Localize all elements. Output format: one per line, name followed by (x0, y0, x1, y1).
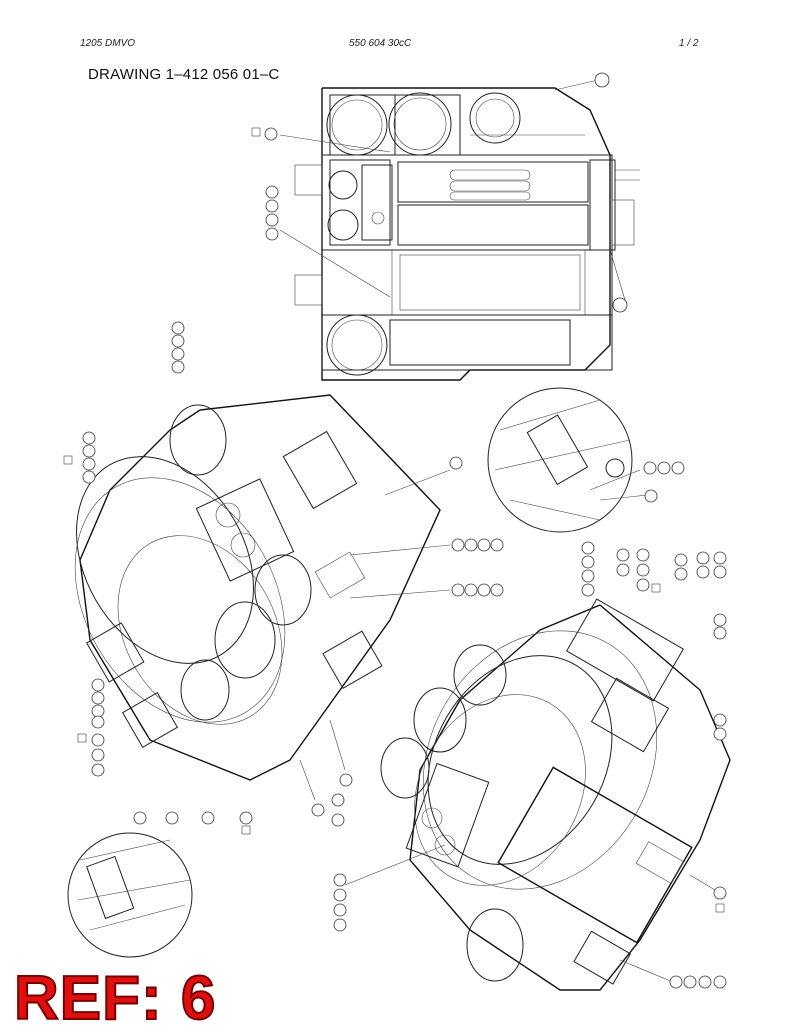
detail-view-a (487, 387, 649, 533)
header-document-code: 1205 DMVO (80, 38, 136, 49)
callout-markers (63, 72, 727, 989)
detail-view-b (67, 832, 193, 958)
header-part-number: 550 604 30cC (349, 38, 412, 49)
header-page-number: 1 / 2 (679, 38, 699, 49)
reference-stamp: REF: 6 (13, 964, 217, 1033)
isometric-view-right (344, 598, 731, 991)
isometric-view-left (74, 394, 451, 801)
top-view (279, 79, 640, 381)
drawing-title: DRAWING 1–412 056 01–C (88, 66, 280, 83)
